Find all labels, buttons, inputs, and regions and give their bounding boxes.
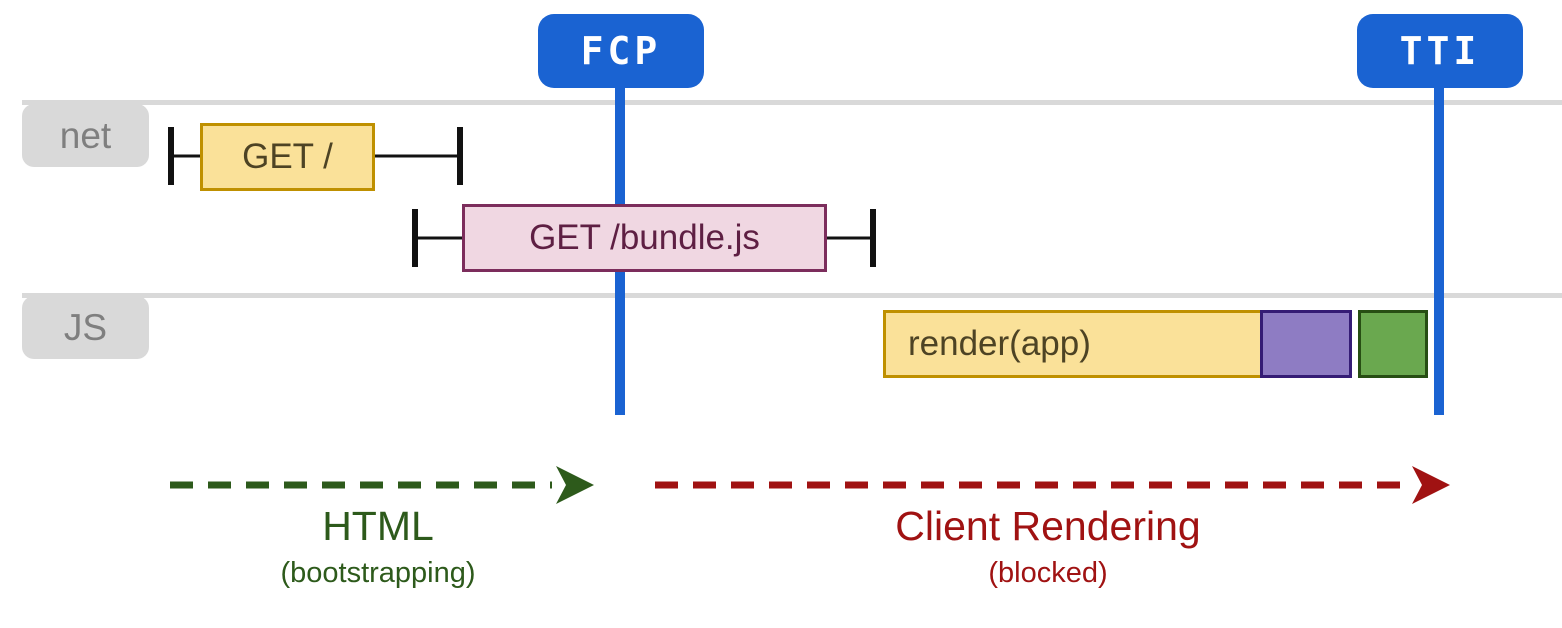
html-phase-subtitle: (bootstrapping) bbox=[280, 557, 476, 589]
js-lane-label-text: JS bbox=[63, 306, 108, 348]
get-bundle-request-box: GET /bundle.js bbox=[462, 204, 827, 272]
green-task-block bbox=[1358, 310, 1428, 378]
net-lane-label: net bbox=[22, 104, 149, 167]
render-app-task-label: render(app) bbox=[908, 324, 1091, 363]
purple-task-block bbox=[1260, 310, 1352, 378]
tti-badge: TTI bbox=[1357, 14, 1523, 88]
html-phase-caption: HTML (bootstrapping) bbox=[178, 506, 578, 588]
html-phase-title: HTML bbox=[322, 503, 434, 549]
tti-marker-line bbox=[1434, 88, 1444, 415]
js-lane-rail bbox=[22, 293, 1562, 298]
get-root-request-box: GET / bbox=[200, 123, 375, 191]
client-rendering-phase-caption: Client Rendering (blocked) bbox=[798, 506, 1298, 588]
html-phase-arrow bbox=[170, 466, 594, 504]
js-lane-label: JS bbox=[22, 296, 149, 359]
get-bundle-request-label: GET /bundle.js bbox=[529, 218, 760, 257]
fcp-badge-text: FCP bbox=[580, 29, 662, 73]
net-lane-rail bbox=[22, 100, 1562, 105]
net-lane-label-text: net bbox=[59, 114, 112, 156]
get-root-request-label: GET / bbox=[242, 137, 333, 176]
fcp-badge: FCP bbox=[538, 14, 704, 88]
client-rendering-phase-subtitle: (blocked) bbox=[988, 557, 1108, 589]
render-app-task-box: render(app) bbox=[883, 310, 1275, 378]
tti-badge-text: TTI bbox=[1399, 29, 1481, 73]
client-rendering-phase-arrow bbox=[655, 466, 1450, 504]
client-rendering-phase-title: Client Rendering bbox=[895, 503, 1201, 549]
